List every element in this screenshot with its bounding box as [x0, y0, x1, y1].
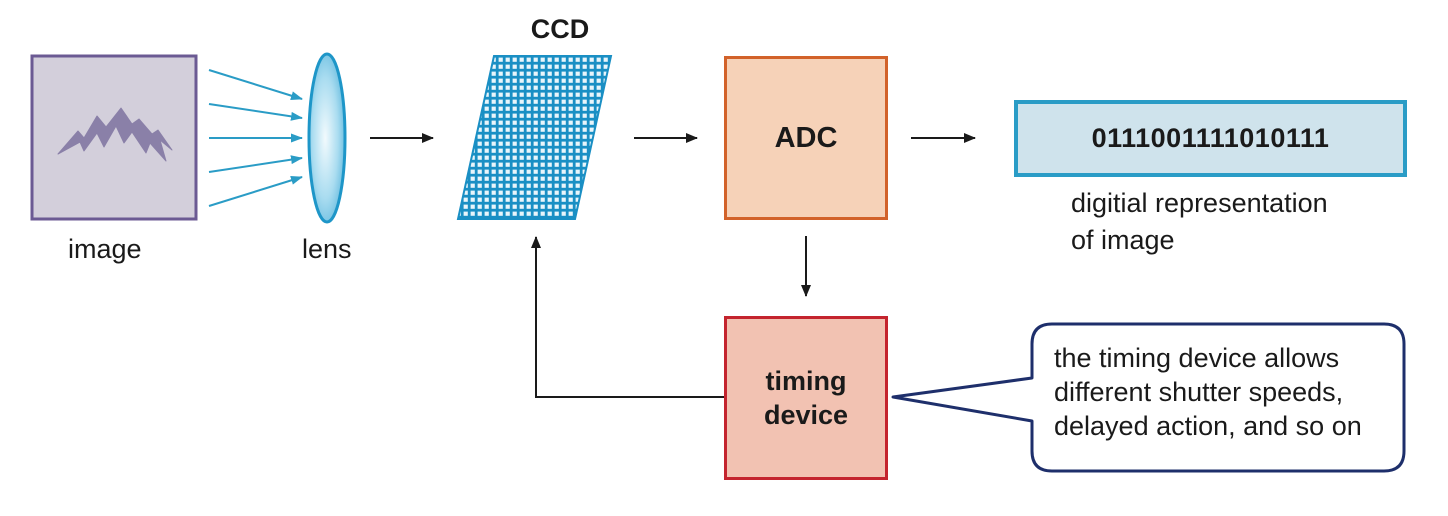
light-rays	[208, 69, 303, 207]
timing-label-line-2: device	[763, 400, 849, 430]
light-ray	[208, 155, 303, 173]
callout-bubble	[891, 322, 1406, 473]
timing-device-box: timing device	[724, 316, 888, 480]
light-ray	[208, 103, 303, 121]
lens-label: lens	[302, 234, 352, 264]
digital-output-box: 0111001111010111	[1014, 100, 1407, 177]
mountain-icon	[57, 107, 173, 162]
convex-lens-icon	[307, 52, 347, 224]
light-ray	[208, 175, 303, 207]
digital-caption-line-1: digitial representation	[1071, 188, 1328, 218]
callout-line-2: different shutter speeds,	[1054, 377, 1344, 407]
callout-line-3: delayed action, and so on	[1054, 411, 1362, 441]
timing-label-line-1: timing	[765, 366, 847, 396]
arrow-timing-to-ccd	[531, 236, 724, 398]
digital-value: 0111001111010111	[1091, 123, 1330, 153]
sensor-grid-icon	[456, 55, 613, 220]
adc-label: ADC	[774, 121, 838, 154]
digital-caption-line-2: of image	[1071, 225, 1175, 255]
ccd-label: CCD	[530, 14, 590, 44]
adc-box: ADC	[724, 56, 888, 220]
light-ray	[208, 69, 303, 101]
image-label: image	[68, 234, 142, 264]
image-panel	[30, 54, 198, 221]
callout-line-1: the timing device allows	[1054, 343, 1340, 373]
callout-text: the timing device allows different shutt…	[1054, 341, 1362, 443]
